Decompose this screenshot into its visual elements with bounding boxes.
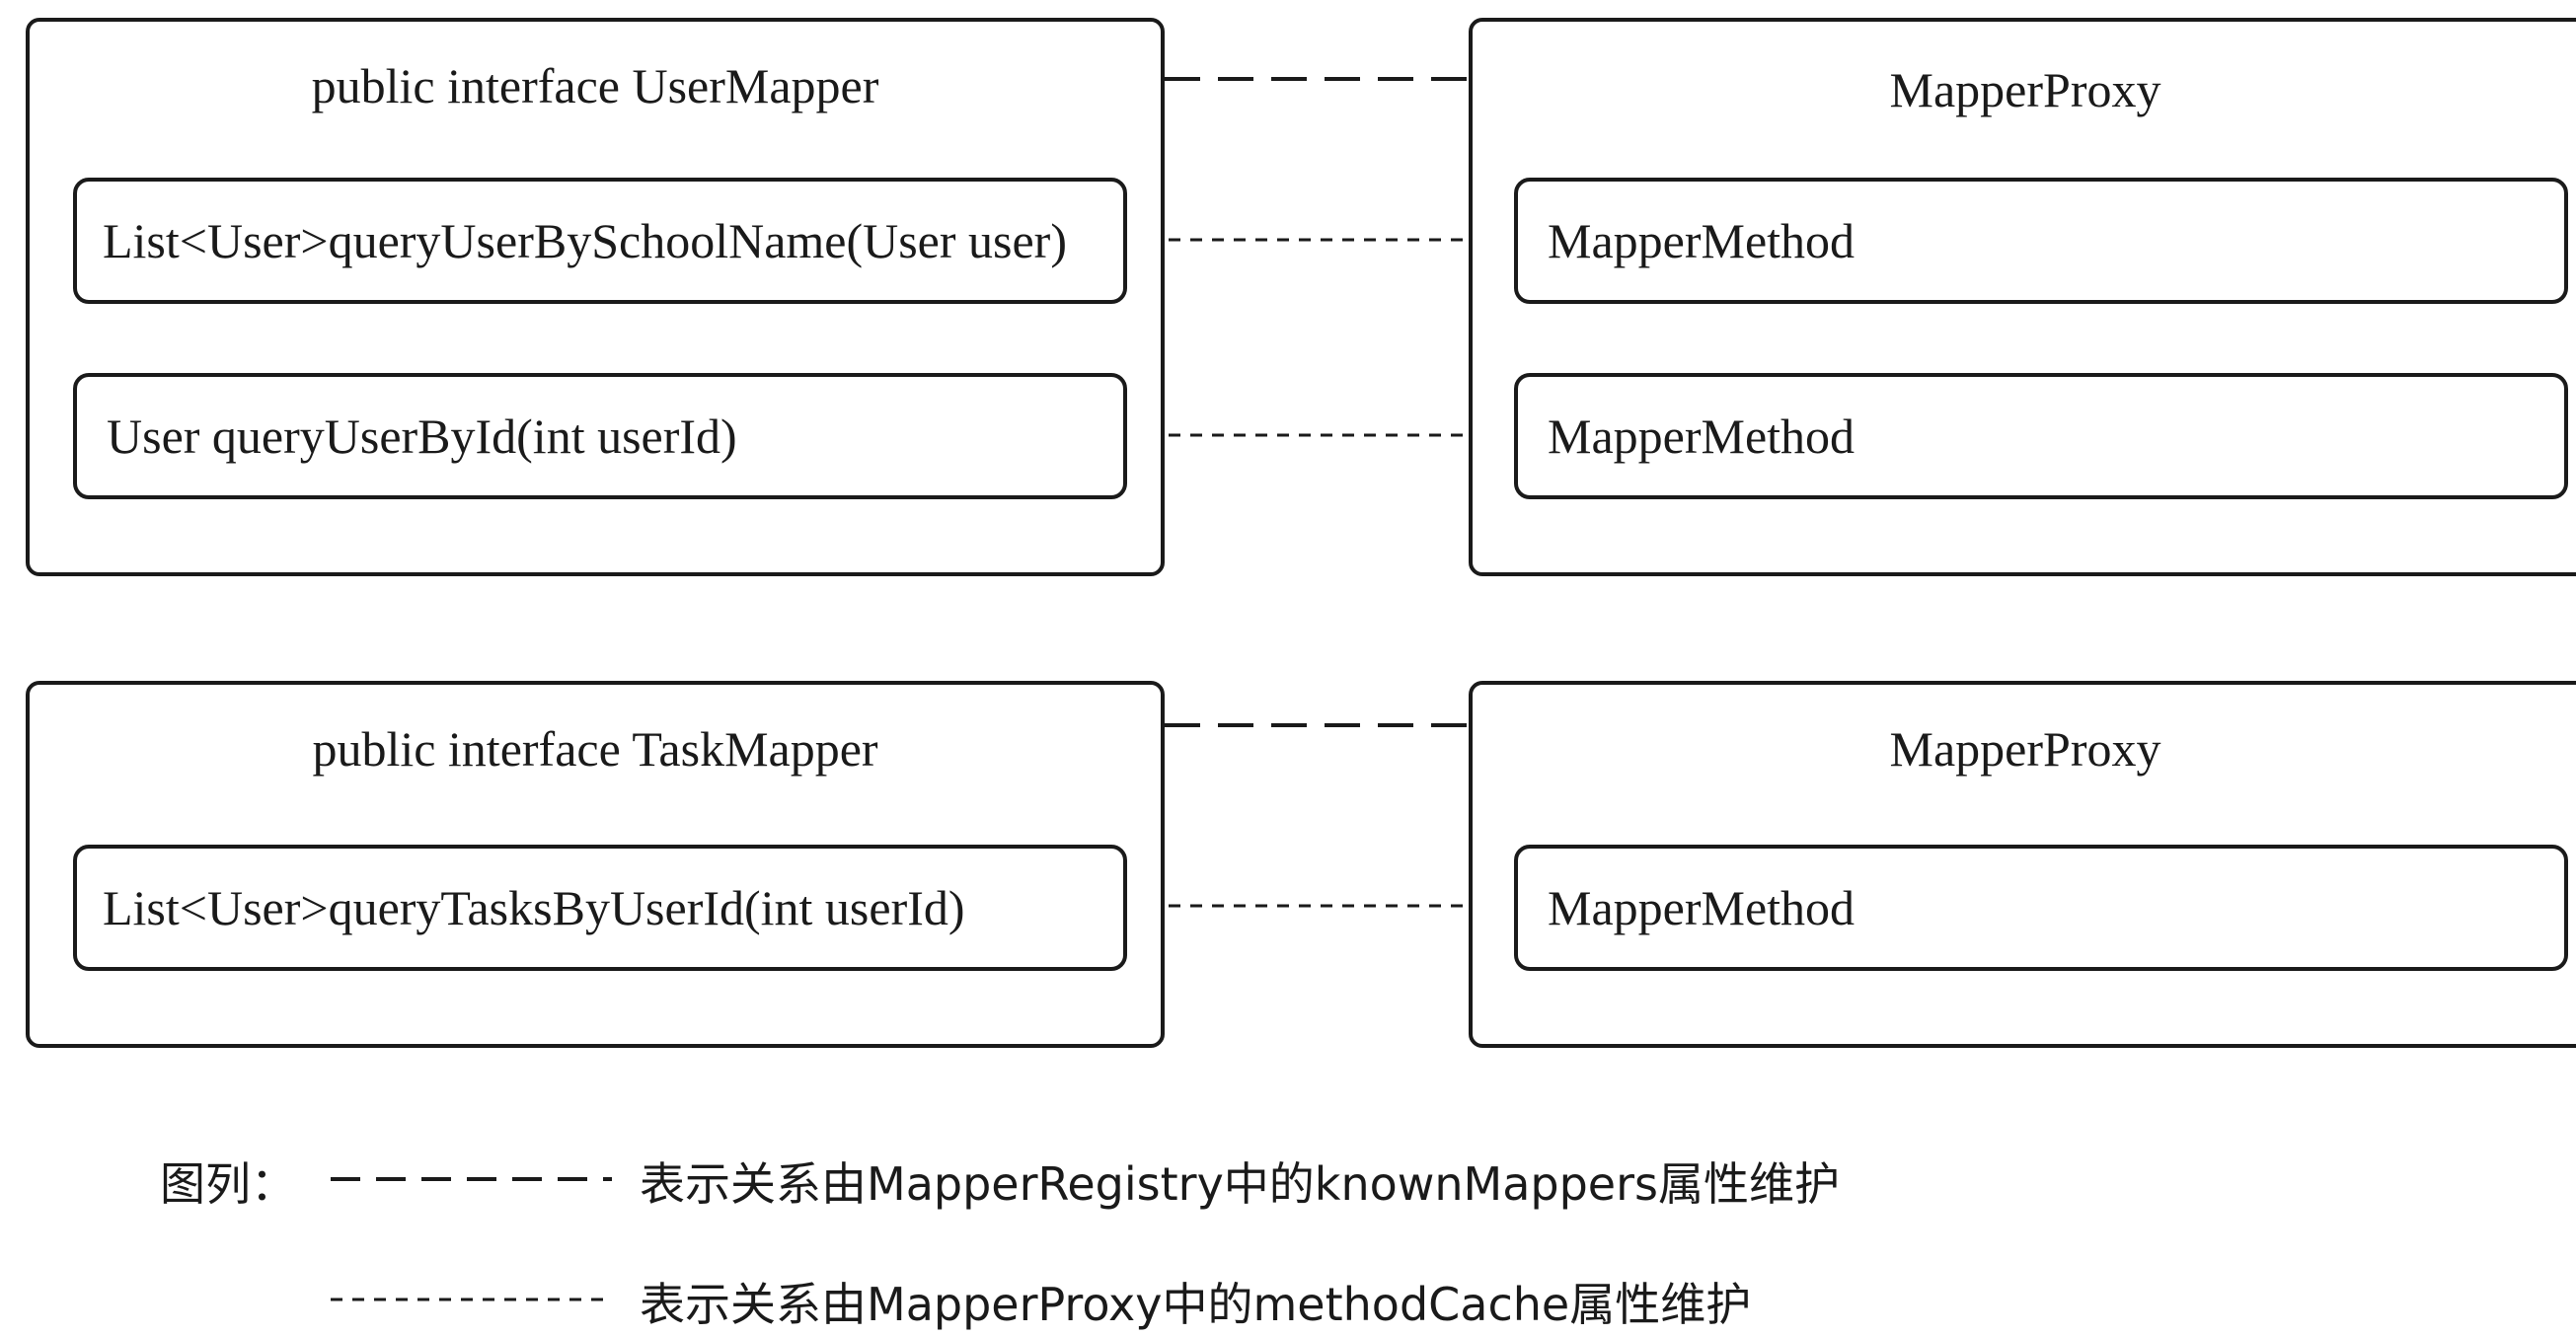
legend-long-dash-text: 表示关系由MapperRegistry中的knownMappers属性维护	[640, 1157, 1840, 1211]
task-mapper-interface-box: public interface TaskMapper List<User>qu…	[26, 681, 1165, 1048]
legend-label: 图列：	[160, 1157, 296, 1211]
task-mapper-proxy-method-1: MapperMethod	[1514, 845, 2568, 971]
user-mapper-proxy-title: MapperProxy	[1889, 62, 2161, 117]
user-mapper-proxy-method-1: MapperMethod	[1514, 178, 2568, 304]
task-mapper-title: public interface TaskMapper	[312, 721, 878, 777]
user-mapper-method-2: User queryUserById(int userId)	[73, 373, 1127, 499]
user-mapper-title: public interface UserMapper	[311, 58, 879, 113]
user-mapper-proxy-box: MapperProxy MapperMethod MapperMethod	[1469, 18, 2576, 576]
legend-short-dash-text: 表示关系由MapperProxy中的methodCache属性维护	[640, 1278, 1752, 1331]
task-mapper-method-1: List<User>queryTasksByUserId(int userId)	[73, 845, 1127, 971]
task-mapper-proxy-title: MapperProxy	[1889, 721, 2161, 777]
user-mapper-interface-box: public interface UserMapper List<User>qu…	[26, 18, 1165, 576]
user-mapper-method-1: List<User>queryUserBySchoolName(User use…	[73, 178, 1127, 304]
task-mapper-proxy-box: MapperProxy MapperMethod	[1469, 681, 2576, 1048]
user-mapper-proxy-method-2: MapperMethod	[1514, 373, 2568, 499]
